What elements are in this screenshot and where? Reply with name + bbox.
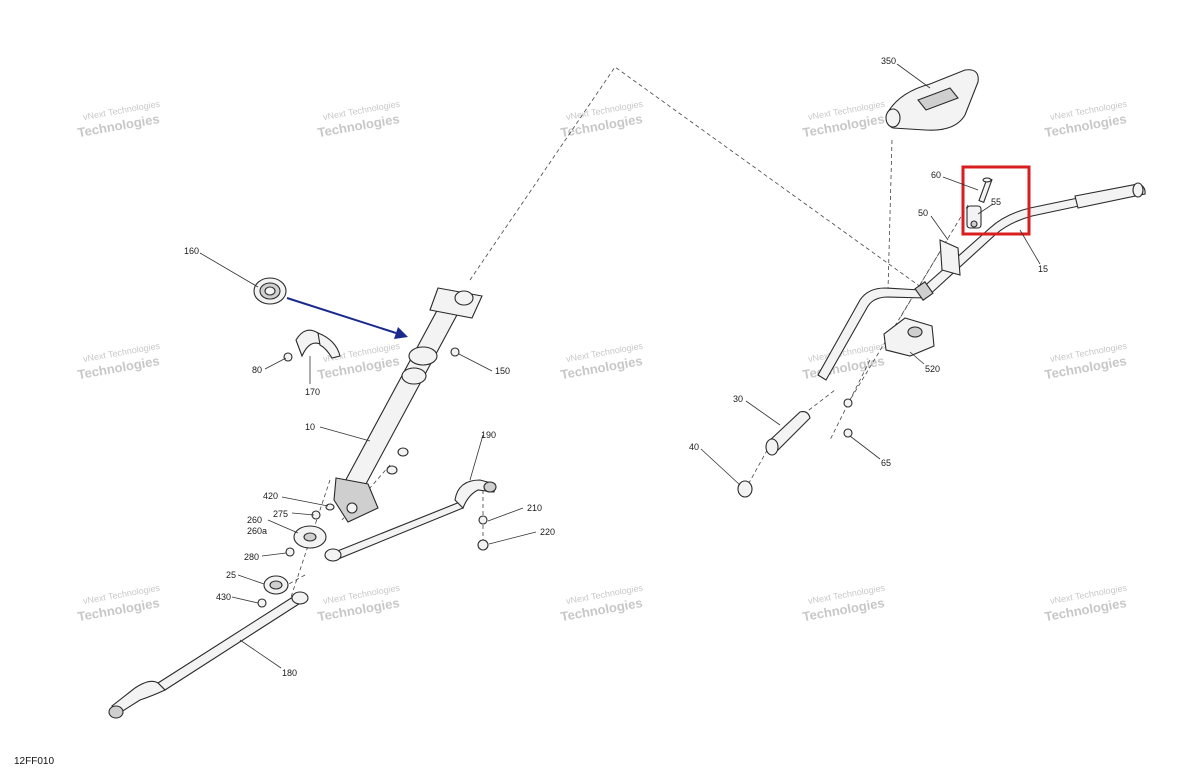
callout-260: 260: [247, 515, 262, 525]
bolt: [978, 177, 993, 204]
watermark: vNext Technologies Technologies: [1043, 99, 1128, 141]
callout-210: 210: [527, 503, 542, 513]
callout-50: 50: [918, 208, 928, 218]
watermark: vNext Technologies Technologies: [1043, 341, 1128, 383]
nut: [843, 398, 853, 408]
callout-150: 150: [495, 366, 510, 376]
watermark-layer: vNext Technologies Technologies vNext Te…: [76, 99, 1128, 625]
tie-rod-lower: [108, 591, 309, 719]
callout-160: 160: [184, 246, 199, 256]
callout-65: 65: [881, 458, 891, 468]
steering-column-assembly: [108, 277, 497, 719]
nut: [477, 539, 489, 551]
watermark: vNext Technologies Technologies: [1043, 583, 1128, 625]
assembly-lines: [277, 66, 969, 601]
callout-350: 350: [881, 56, 896, 66]
handlebar: [817, 182, 1146, 381]
washer: [386, 465, 398, 475]
watermark: vNext Technologies Technologies: [76, 341, 161, 383]
watermark: vNext Technologies Technologies: [559, 583, 644, 625]
nut: [257, 598, 267, 608]
clamp: [939, 239, 961, 276]
steering-column-tube: [333, 287, 483, 523]
callout-520: 520: [925, 364, 940, 374]
handlebar-cover: [885, 69, 979, 131]
grip: [765, 411, 811, 456]
watermark: vNext Technologies Technologies: [559, 341, 644, 383]
highlight-box: [961, 165, 1031, 236]
callout-180: 180: [282, 668, 297, 678]
callout-430: 430: [216, 592, 231, 602]
watermark: vNext Technologies Technologies: [801, 583, 886, 625]
nut: [285, 547, 295, 557]
watermark: vNext Technologies Technologies: [801, 99, 886, 141]
washer: [397, 447, 409, 457]
watermark: vNext Technologies Technologies: [316, 99, 401, 141]
document-code: 12FF010: [14, 756, 55, 767]
watermark: vNext Technologies Technologies: [76, 99, 161, 141]
callout-80: 80: [252, 365, 262, 375]
tie-rod-upper: [324, 479, 497, 562]
washer: [478, 515, 488, 525]
callout-275: 275: [273, 509, 288, 519]
callout-60: 60: [931, 170, 941, 180]
callout-280: 280: [244, 552, 259, 562]
nut: [843, 428, 853, 438]
leader-lines: [199, 63, 1041, 669]
callout-260a: 260a: [247, 526, 267, 536]
handlebar-assembly: [737, 69, 1146, 498]
callout-220: 220: [540, 527, 555, 537]
watermark: vNext Technologies Technologies: [76, 583, 161, 625]
bearing: [253, 277, 287, 305]
callout-420: 420: [263, 491, 278, 501]
washer: [325, 503, 335, 511]
watermark: vNext Technologies Technologies: [559, 99, 644, 141]
callouts: 350 60 55 50 15 160 80 170 150 10 190 42…: [184, 56, 1048, 678]
callout-40: 40: [689, 442, 699, 452]
clamp: [966, 205, 982, 229]
callout-190: 190: [481, 430, 496, 440]
bracket: [295, 329, 341, 359]
callout-55: 55: [991, 197, 1001, 207]
nut: [283, 352, 293, 362]
watermark: vNext Technologies Technologies: [316, 583, 401, 625]
callout-25: 25: [226, 570, 236, 580]
direction-arrow: [286, 297, 408, 339]
riser: [883, 317, 935, 357]
callout-30: 30: [733, 394, 743, 404]
callout-170: 170: [305, 387, 320, 397]
callout-10: 10: [305, 422, 315, 432]
mounting-plate: [293, 525, 327, 549]
end-cap: [737, 480, 753, 498]
callout-15: 15: [1038, 264, 1048, 274]
bolt: [450, 347, 460, 357]
bearing: [263, 575, 289, 595]
